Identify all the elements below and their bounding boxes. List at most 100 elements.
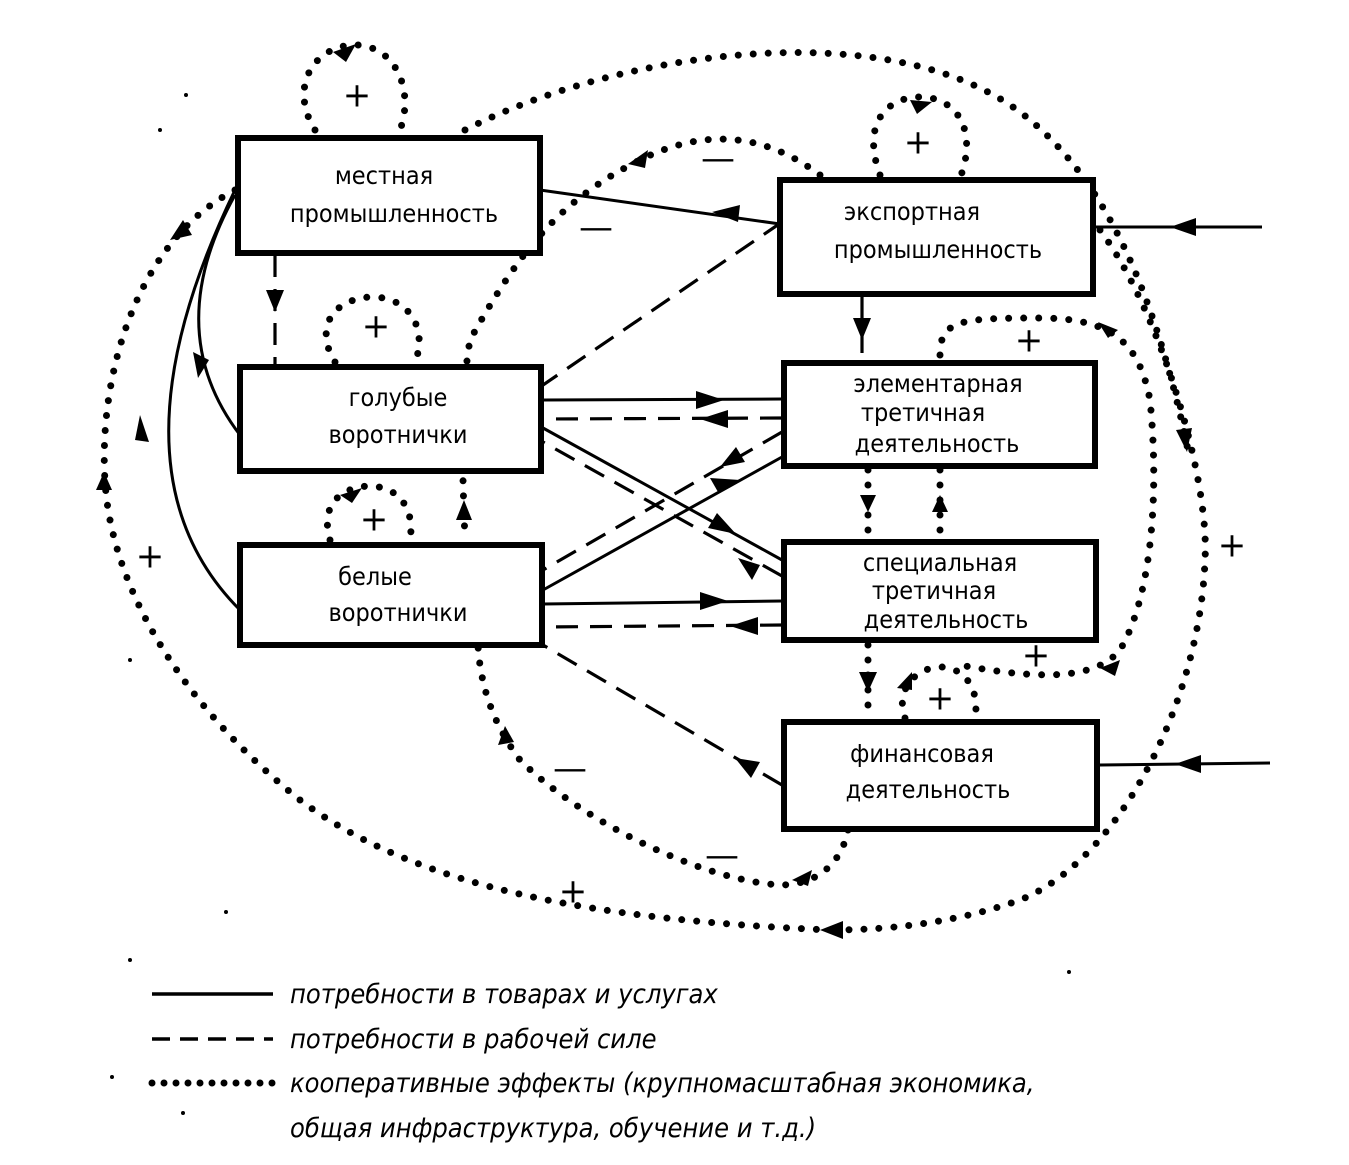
arc-export-to-blue-negative (459, 135, 824, 544)
node-label: белые (338, 562, 412, 591)
node-label: голубые (349, 383, 448, 412)
arrowhead-icon (628, 150, 648, 168)
node-label: финансовая (850, 739, 994, 768)
sign-plus: + (559, 872, 588, 912)
link-blue-to-special-solid (542, 426, 783, 562)
node-special-tertiary: специальная третичная деятельность (781, 539, 1099, 643)
arrowhead-icon (696, 391, 724, 409)
arrowhead-icon (1170, 218, 1196, 236)
node-export-industry: экспортная промышленность (777, 177, 1096, 297)
arrowhead-icon (932, 495, 948, 512)
node-label: промышленность (290, 199, 498, 228)
scan-specks (110, 93, 1071, 1115)
cooperative-links (96, 41, 1209, 939)
node-box (777, 177, 1096, 297)
link-export-to-local-solid (539, 188, 781, 226)
node-label: третичная (872, 576, 996, 605)
link-white-to-elementary-solid (542, 455, 783, 592)
arc-local-to-financial-left (100, 186, 834, 934)
arrowhead-icon (456, 500, 472, 520)
signs: + + — — + + + + + + + — — + (136, 76, 1247, 912)
arrowhead-icon (333, 44, 356, 62)
arrowhead-icon (720, 447, 745, 467)
link-blue-to-local-solid (197, 194, 242, 436)
node-label: местная (335, 161, 433, 190)
arrowhead-icon (859, 672, 877, 692)
link-export-to-blue-dashed (542, 220, 783, 387)
node-label: специальная (863, 548, 1017, 577)
node-elementary-tertiary: элементарная третичная деятельность (781, 360, 1098, 469)
link-white-to-local-solid (167, 189, 242, 612)
sign-plus: + (926, 679, 955, 719)
link-special-to-blue-dashed (542, 440, 783, 578)
node-label: промышленность (834, 235, 1042, 264)
node-box (781, 539, 1099, 643)
arrowhead-icon (860, 495, 876, 512)
legend-label-cooperative: кооперативные эффекты (крупномасштабная … (290, 1068, 1034, 1099)
loop-financial-self (898, 663, 980, 722)
link-elementary-to-blue-dashed (542, 416, 783, 421)
arc-local-to-special-top (461, 49, 1194, 464)
arrowhead-icon (170, 220, 192, 240)
arrowhead-icon (1100, 660, 1120, 676)
arrowhead-icon (340, 488, 362, 503)
node-white-collar: белые воротнички (237, 542, 545, 648)
loop-elementary-special (936, 314, 1158, 679)
node-label: воротнички (329, 598, 468, 627)
arrowhead-icon (135, 415, 149, 442)
arrowhead-icon (700, 410, 728, 428)
node-label: воротнички (329, 420, 468, 449)
arrowhead-icon (910, 100, 932, 114)
legend-label-labor: потребности в рабочей силе (290, 1024, 657, 1055)
loop-local-self (300, 41, 409, 134)
sign-minus: — (701, 139, 735, 179)
sign-plus: + (343, 76, 372, 116)
node-label: третичная (861, 398, 985, 427)
sign-minus: — (705, 836, 739, 876)
node-blue-collar: голубые воротнички (237, 364, 544, 474)
arrowhead-icon (498, 726, 514, 745)
node-label: элементарная (853, 369, 1022, 398)
node-label: экспортная (844, 197, 980, 226)
sign-plus: + (360, 500, 389, 540)
arrowhead-icon (897, 672, 912, 690)
node-box (781, 719, 1100, 832)
sign-plus: + (362, 307, 391, 347)
legend-label-goods: потребности в товарах и услугах (290, 979, 718, 1010)
sign-plus: + (904, 123, 933, 163)
node-box (781, 360, 1098, 469)
sign-plus: + (1015, 321, 1044, 361)
arrowhead-icon (853, 318, 871, 340)
legend: потребности в товарах и услугах потребно… (148, 979, 1034, 1144)
link-white-to-special-solid (542, 599, 783, 606)
node-label: деятельность (846, 775, 1011, 804)
node-box (237, 364, 544, 474)
arrowhead-icon (266, 290, 284, 312)
sign-minus: — (579, 208, 613, 248)
arrowhead-icon (738, 558, 760, 580)
node-financial: финансовая деятельность (781, 719, 1100, 832)
arrowhead-icon (708, 513, 736, 534)
arrowhead-icon (712, 205, 740, 222)
sign-minus: — (553, 749, 587, 789)
legend-label-cooperative-cont: общая инфраструктура, обучение и т.д.) (290, 1113, 816, 1144)
arrowhead-icon (735, 758, 760, 778)
arrowhead-icon (96, 472, 112, 490)
labor-links (266, 220, 871, 787)
node-box (237, 542, 545, 648)
arrowhead-icon (730, 617, 758, 635)
link-elementary-to-white-dashed (542, 430, 783, 572)
node-box (235, 135, 543, 256)
arrowhead-icon (1098, 322, 1118, 338)
arrowhead-icon (1175, 755, 1201, 773)
loop-blue-self (322, 293, 423, 366)
loop-export-self (870, 93, 971, 182)
link-blue-to-elementary-solid (542, 397, 783, 402)
arrowhead-icon (193, 352, 209, 378)
node-label: деятельность (855, 429, 1020, 458)
arrowhead-icon (792, 870, 812, 886)
arrowhead-icon (710, 478, 740, 492)
node-local-industry: местная промышленность (235, 135, 543, 256)
arrowhead-icon (820, 921, 843, 939)
